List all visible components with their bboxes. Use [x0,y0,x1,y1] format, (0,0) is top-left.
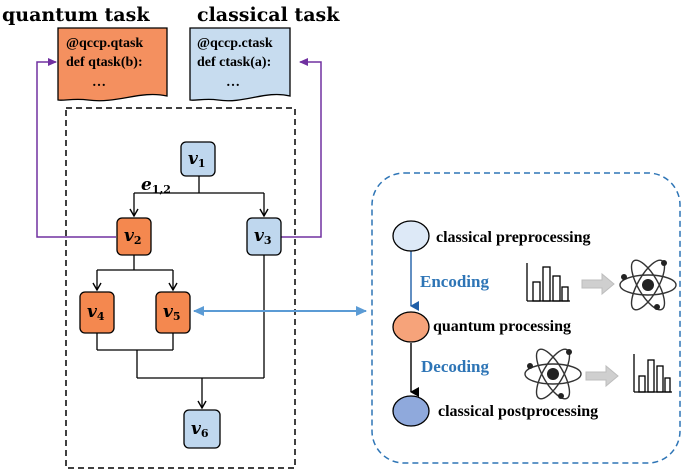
quantum-task-header: quantum task [2,4,150,26]
preprocessing-label: classical preprocessing [436,229,591,246]
quantum-processing-circle [392,311,430,343]
svg-text:v5: v5 [163,302,181,323]
dag-node-v4[interactable]: v4 [79,291,115,334]
gray-arrow-icon [581,272,615,296]
dag-edges [92,176,269,410]
classical-code-line-2: def ctask(a): [197,55,271,70]
classical-task-document: @qccp.ctask def ctask(a): … [189,27,291,102]
dag-node-v3[interactable]: v3 [246,217,282,256]
bar-chart-icon [526,263,570,302]
gray-arrow-icon [585,364,619,388]
dag-node-v2[interactable]: v2 [116,217,152,256]
svg-text:v1: v1 [188,149,206,170]
svg-text:v2: v2 [124,226,142,247]
quantum-code-line-2: def qtask(b): [66,55,143,70]
encoding-label: Encoding [420,272,489,291]
postprocessing-label: classical postprocessing [438,403,598,420]
svg-text:v4: v4 [87,302,105,323]
decoding-label: Decoding [421,357,490,376]
quantum-mapping-arrow [36,58,116,238]
atom-icon [524,348,582,400]
atom-icon [619,259,677,311]
edge-label-e12: e1,2 [141,175,171,196]
classical-task-header: classical task [197,4,340,26]
dag-node-v5[interactable]: v5 [155,291,191,334]
svg-text:v3: v3 [254,226,272,247]
dag-node-v6[interactable]: v6 [183,409,221,449]
postprocessing-circle [392,395,430,427]
svg-text:v6: v6 [191,419,209,440]
classical-code-line-3: … [226,75,240,90]
quantum-task-document: @qccp.qtask def qtask(b): … [57,27,168,102]
preprocessing-circle [392,220,430,252]
dag-dashed-frame [65,107,296,469]
quantum-processing-label: quantum processing [433,318,571,335]
quantum-code-line-1: @qccp.qtask [66,36,143,51]
quantum-code-line-3: … [92,75,106,90]
processing-detail-panel [371,172,681,464]
classical-code-line-1: @qccp.ctask [197,36,273,51]
classical-mapping-arrow [281,58,322,238]
dag-node-v1[interactable]: v1 [180,141,216,177]
bar-chart-icon [633,354,672,393]
